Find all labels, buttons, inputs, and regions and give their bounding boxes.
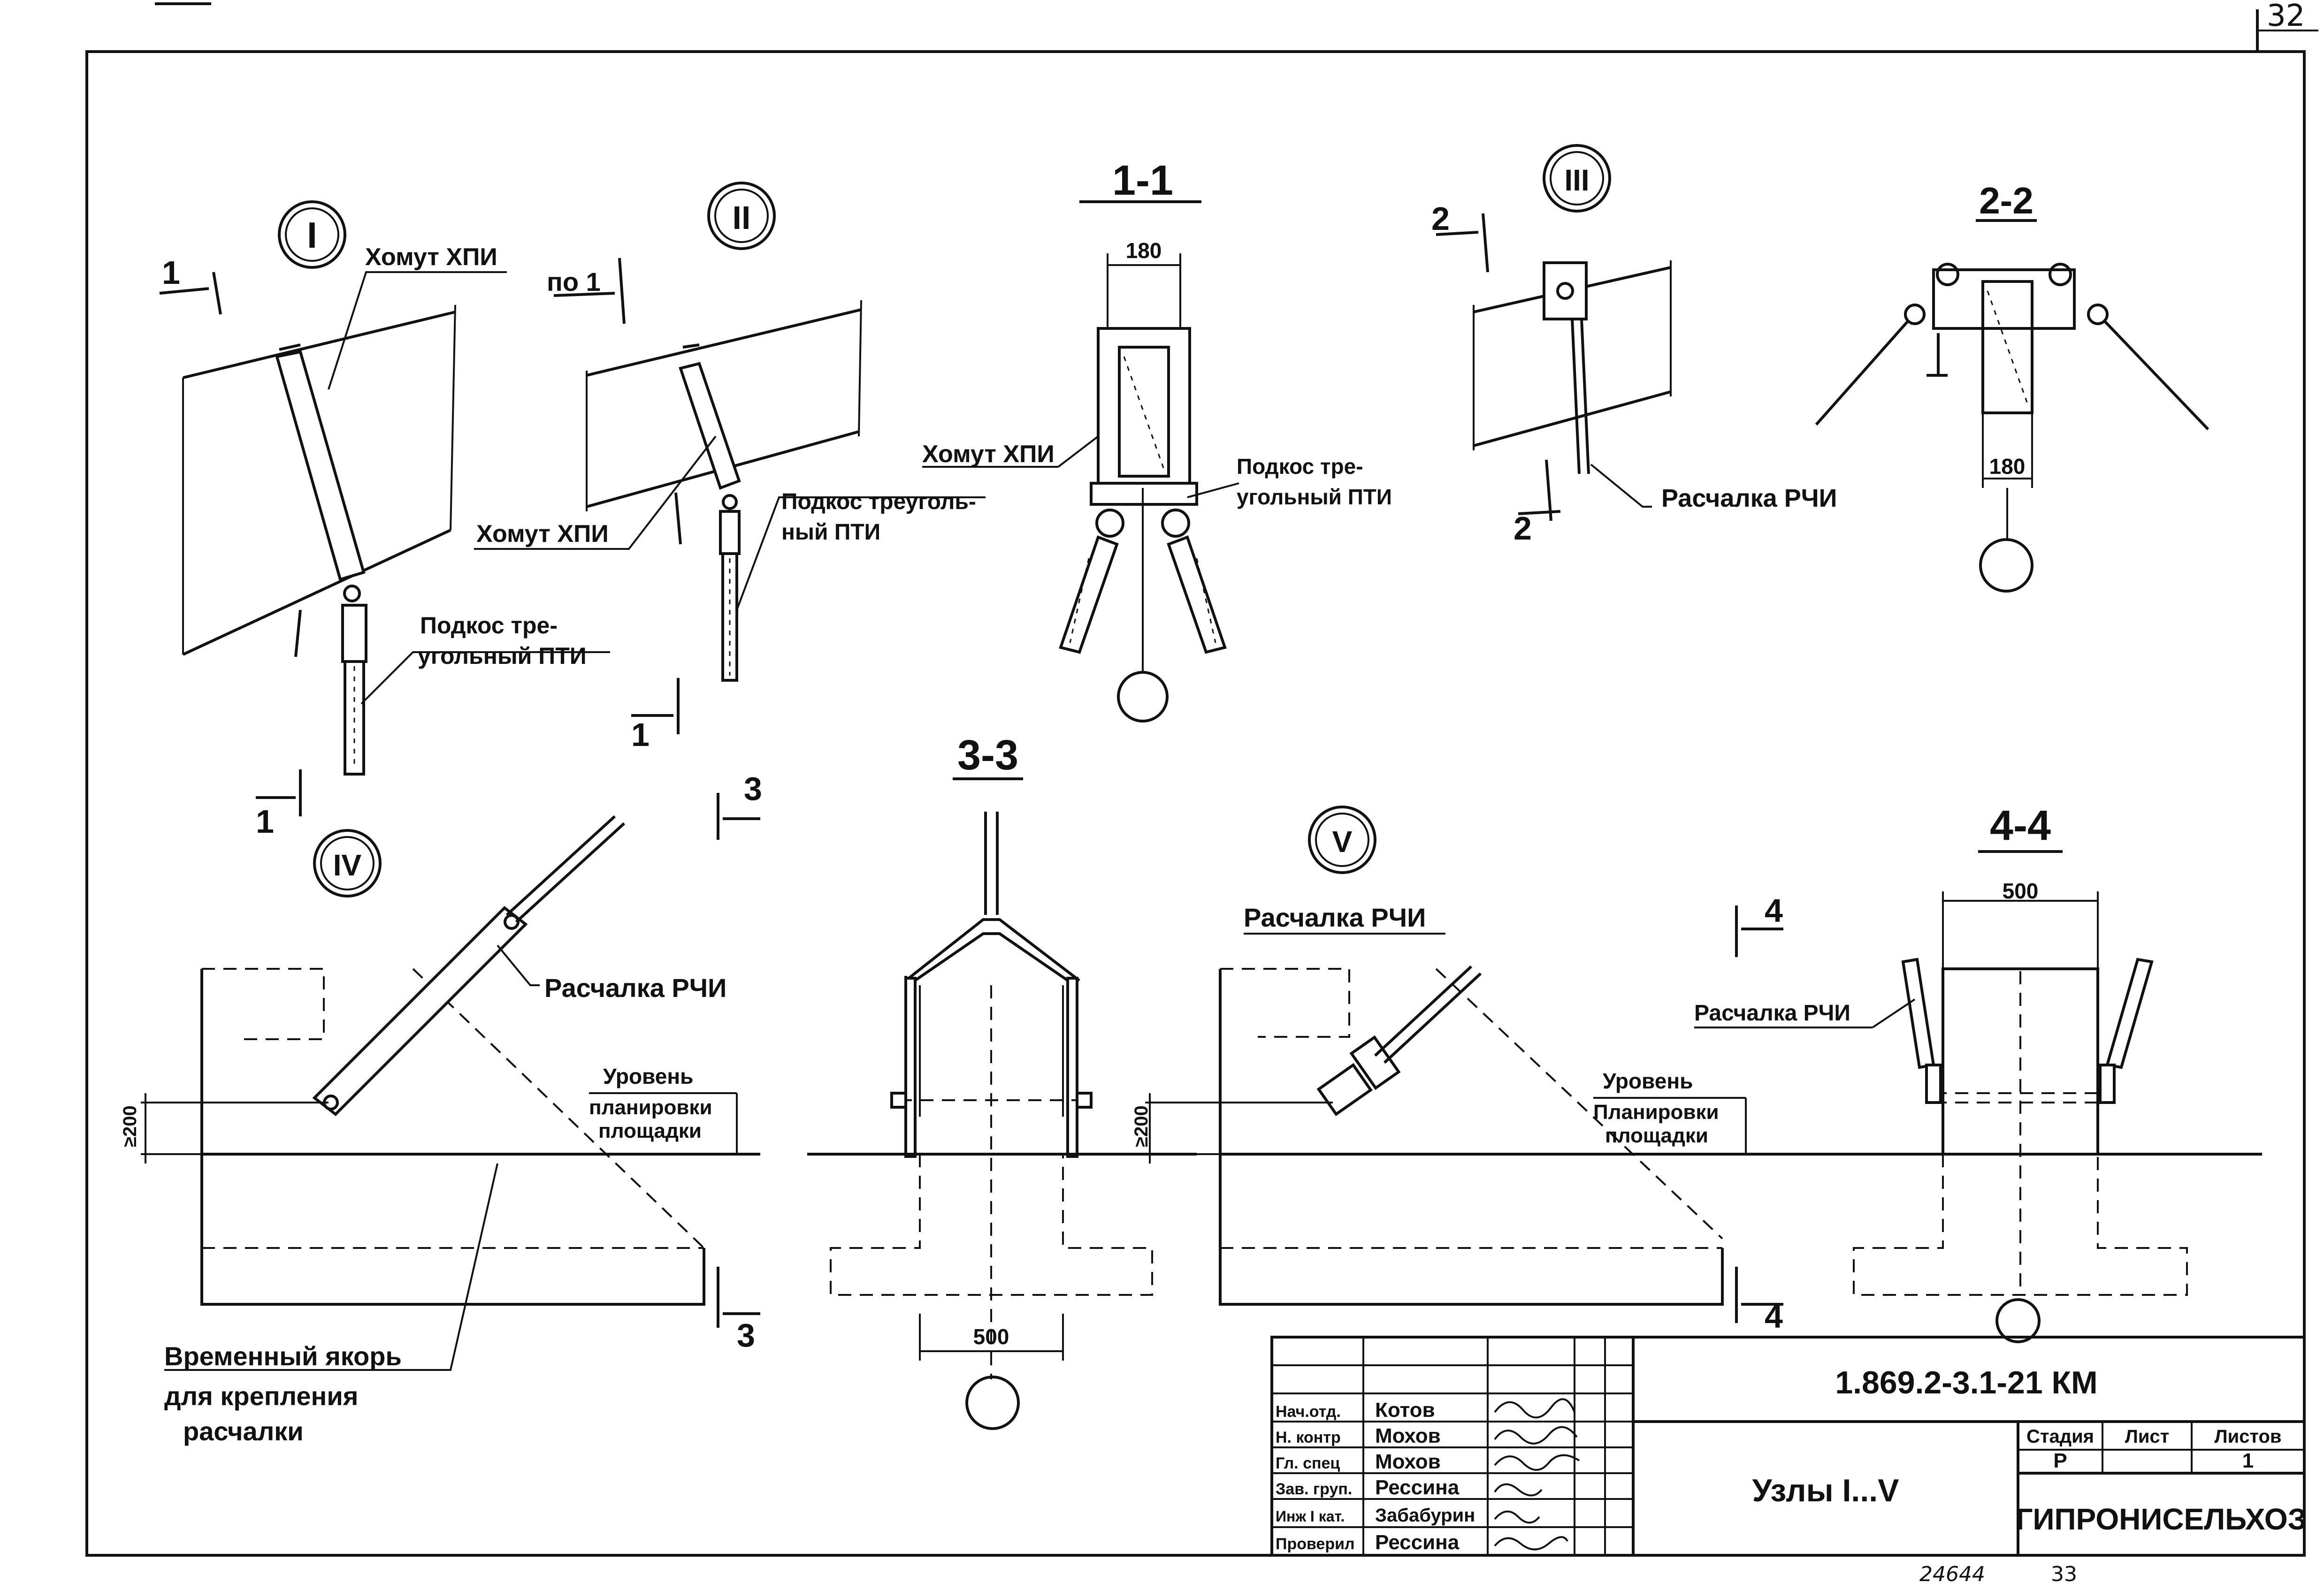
title-block: 1.869.2-3.1-21 КМ Узлы I...V ГИПРОНИСЕЛЬ… xyxy=(1270,1336,2307,1557)
staff-name: Мохов xyxy=(1375,1450,1441,1473)
node-5-level-line1: Уровень xyxy=(1603,1069,1693,1093)
sheets-header: Листов xyxy=(2215,1426,2282,1447)
node-5-guy-label: Расчалка РЧИ xyxy=(1244,903,1426,932)
staff-name: Мохов xyxy=(1375,1424,1441,1447)
section-2-2: 2-2 180 xyxy=(1815,180,2209,593)
node-4-level-line3: площадки xyxy=(598,1119,702,1142)
section-3-3-title: 3-3 xyxy=(957,732,1018,779)
node-4-cut-bottom: 3 xyxy=(737,1317,755,1354)
node-1-cut-top: 1 xyxy=(162,254,180,291)
document-code: 1.869.2-3.1-21 КМ xyxy=(1835,1365,2097,1400)
node-2-marker-circle xyxy=(707,182,776,250)
node-4-guy-label: Расчалка РЧИ xyxy=(544,973,726,1003)
node-3-cut-bottom: 2 xyxy=(1514,510,1532,547)
node-1-brace-label-line1: Подкос тре- xyxy=(420,612,558,639)
staff-name: Рессина xyxy=(1375,1476,1460,1499)
node-4-anchor-line3: расчалки xyxy=(183,1416,304,1446)
node-4-cut: 3 xyxy=(744,770,762,807)
node-4-dim: ≥200 xyxy=(120,1105,140,1147)
section-1-1-brace-label-line2: угольный ПТИ xyxy=(1237,485,1392,509)
organization-name: ГИПРОНИСЕЛЬХОЗ xyxy=(2016,1502,2307,1536)
sheet-header: Лист xyxy=(2125,1426,2170,1447)
node-2-marker: II xyxy=(733,199,751,236)
node-2-view: II по 1 Хомут ХПИ Подкос треуголь- ный П… xyxy=(474,182,986,753)
node-5-cut-top: 4 xyxy=(1765,892,1783,929)
signatures xyxy=(1494,1398,1580,1551)
staff-role: Нач.отд. xyxy=(1276,1403,1341,1421)
node-3-guy-label: Расчалка РЧИ xyxy=(1661,484,1837,512)
node-1-marker: I xyxy=(307,214,317,256)
section-4-4: 4-4 500 Расчалка РЧИ xyxy=(1689,802,2262,1343)
staff-role: Проверил xyxy=(1276,1535,1355,1553)
section-1-1-dim: 180 xyxy=(1126,238,1162,263)
node-2-brace-label-line2: ный ПТИ xyxy=(781,520,880,545)
stage-value: Р xyxy=(2053,1449,2067,1472)
section-1-1-brace-label-line1: Подкос тре- xyxy=(1237,454,1363,479)
section-3-3: 3-3 500 xyxy=(807,732,1197,1430)
section-2-2-dim: 180 xyxy=(1989,454,2026,479)
staff-role: Зав. груп. xyxy=(1276,1480,1352,1498)
section-4-4-guy-label: Расчалка РЧИ xyxy=(1694,1001,1850,1026)
sheets-value: 1 xyxy=(2242,1449,2254,1472)
node-2-cut-top: по 1 xyxy=(547,267,601,297)
node-1-marker-circle xyxy=(278,200,346,269)
node-4-marker-circle xyxy=(313,829,382,898)
section-1-1-title: 1-1 xyxy=(1112,157,1173,204)
staff-name: Котов xyxy=(1375,1399,1435,1422)
staff-name: Рессина xyxy=(1375,1531,1460,1554)
section-1-1-clamp-label: Хомут ХПИ xyxy=(922,441,1055,468)
node-4-level-line2: планировки xyxy=(589,1096,712,1119)
node-4-marker: IV xyxy=(333,848,362,882)
node-3-marker-circle xyxy=(1543,144,1611,213)
section-4-4-dim: 500 xyxy=(2003,879,2039,903)
node-5-marker: V xyxy=(1332,825,1353,859)
bottom-note-left: 24644 xyxy=(1919,1562,1985,1586)
section-2-2-title: 2-2 xyxy=(1979,180,2034,221)
node-4-level-line1: Уровень xyxy=(603,1064,693,1088)
section-4-4-title: 4-4 xyxy=(1990,802,2051,849)
sheet-number: 32 xyxy=(2267,0,2305,33)
section-3-3-dim: 500 xyxy=(973,1324,1009,1349)
staff-name: Забабурин xyxy=(1375,1505,1475,1526)
node-3-marker: III xyxy=(1564,163,1589,197)
node-4-anchor-line2: для крепления xyxy=(164,1381,358,1411)
node-1-cut-bottom: 1 xyxy=(256,803,274,840)
staff-role: Инж I кат. xyxy=(1276,1508,1345,1525)
staff-role: Н. контр xyxy=(1276,1429,1341,1446)
node-5-view: V Расчалка РЧИ ≥200 Уровень Планировки п… xyxy=(1131,806,1783,1335)
node-5-marker-circle xyxy=(1308,806,1376,874)
bottom-note-right: 33 xyxy=(2051,1562,2077,1586)
node-4-view: IV 3 Расчалка РЧИ ≥200 Уровень планировк… xyxy=(120,770,762,1446)
node-5-level-line3: площадки xyxy=(1605,1124,1708,1147)
section-1-1: 1-1 180 Хомут ХПИ Подкос тре- угольный П… xyxy=(922,157,1392,723)
node-2-cut-bottom: 1 xyxy=(631,716,650,753)
node-5-level-line2: Планировки xyxy=(1593,1101,1719,1124)
node-1-view: I Хомут ХПИ Подкос тре- угольный ПТИ 1 1 xyxy=(159,200,610,840)
node-5-dim: ≥200 xyxy=(1131,1105,1152,1147)
stage-header: Стадия xyxy=(2026,1426,2094,1447)
node-2-brace-label-line1: Подкос треуголь- xyxy=(781,489,976,514)
node-3-cut-top: 2 xyxy=(1431,200,1450,237)
sheet-frame xyxy=(85,2,2318,1557)
node-2-clamp-label: Хомут ХПИ xyxy=(476,520,609,548)
sheet-title: Узлы I...V xyxy=(1752,1473,1899,1508)
node-3-view: III Расчалка РЧИ 2 2 xyxy=(1431,144,1837,547)
staff-role: Гл. спец xyxy=(1276,1454,1340,1472)
node-1-brace-label-line2: угольный ПТИ xyxy=(418,643,587,669)
node-1-clamp-label: Хомут ХПИ xyxy=(365,243,497,271)
node-4-anchor-line1: Временный якорь xyxy=(164,1341,402,1371)
